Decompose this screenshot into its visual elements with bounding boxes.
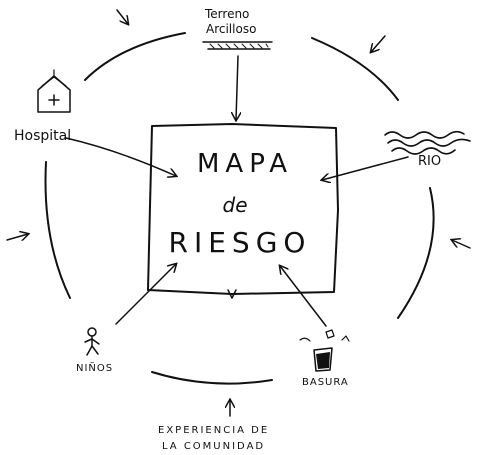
risk-map-box: MAPA de RIESGO	[147, 123, 339, 299]
factor-ninos: NIÑOS	[76, 264, 176, 374]
cycle-arc-right	[397, 187, 435, 319]
terreno-label-line1: Terreno	[204, 7, 249, 21]
risk-map-title-line2: de	[223, 193, 248, 217]
arrow-ninos-to-map	[115, 264, 176, 325]
cycle-arc-left	[44, 161, 71, 299]
factor-terreno: Terreno Arcilloso	[202, 7, 273, 120]
risk-map-border	[147, 123, 339, 295]
ninos-label: NIÑOS	[76, 361, 113, 374]
rio-label: RIO	[418, 154, 441, 169]
flow-arrow-top-right	[371, 35, 386, 52]
community-experience: EXPERIENCIA DE LA COMUNIDAD	[158, 425, 269, 452]
arrow-hospital-to-map	[65, 137, 176, 176]
cycle-flow-arrows	[6, 9, 471, 417]
factor-hospital: Hospital	[14, 69, 176, 176]
arrow-basura-to-map	[280, 266, 327, 327]
cycle-arc-bottom	[151, 371, 273, 385]
risk-map-title-line1: MAPA	[197, 149, 293, 179]
arrow-rio-to-map	[322, 156, 409, 180]
hospital-label: Hospital	[14, 128, 71, 144]
clay-ground-icon	[202, 41, 273, 50]
flow-arrow-top-left	[116, 9, 128, 24]
basura-label: BASURA	[302, 377, 349, 388]
arrow-terreno-to-map	[236, 55, 238, 120]
cycle-arcs	[44, 32, 435, 385]
hospital-tent-icon	[37, 69, 71, 113]
river-waves-icon	[384, 130, 471, 155]
community-label-line2: LA COMUNIDAD	[162, 441, 265, 452]
trash-bin-icon	[299, 329, 350, 372]
factor-rio: RIO	[322, 130, 471, 180]
cycle-arc-top-right	[311, 37, 399, 101]
flow-arrow-left	[6, 234, 28, 240]
child-figure-icon	[84, 327, 100, 356]
risk-map-border-tick	[227, 289, 237, 299]
factor-basura: BASURA	[280, 266, 350, 388]
terreno-label-line2: Arcilloso	[206, 22, 256, 36]
flow-arrow-right	[452, 240, 471, 249]
risk-map-title-line3: RIESGO	[169, 226, 312, 259]
community-label-line1: EXPERIENCIA DE	[158, 425, 269, 436]
cycle-arc-top-left	[84, 32, 186, 81]
